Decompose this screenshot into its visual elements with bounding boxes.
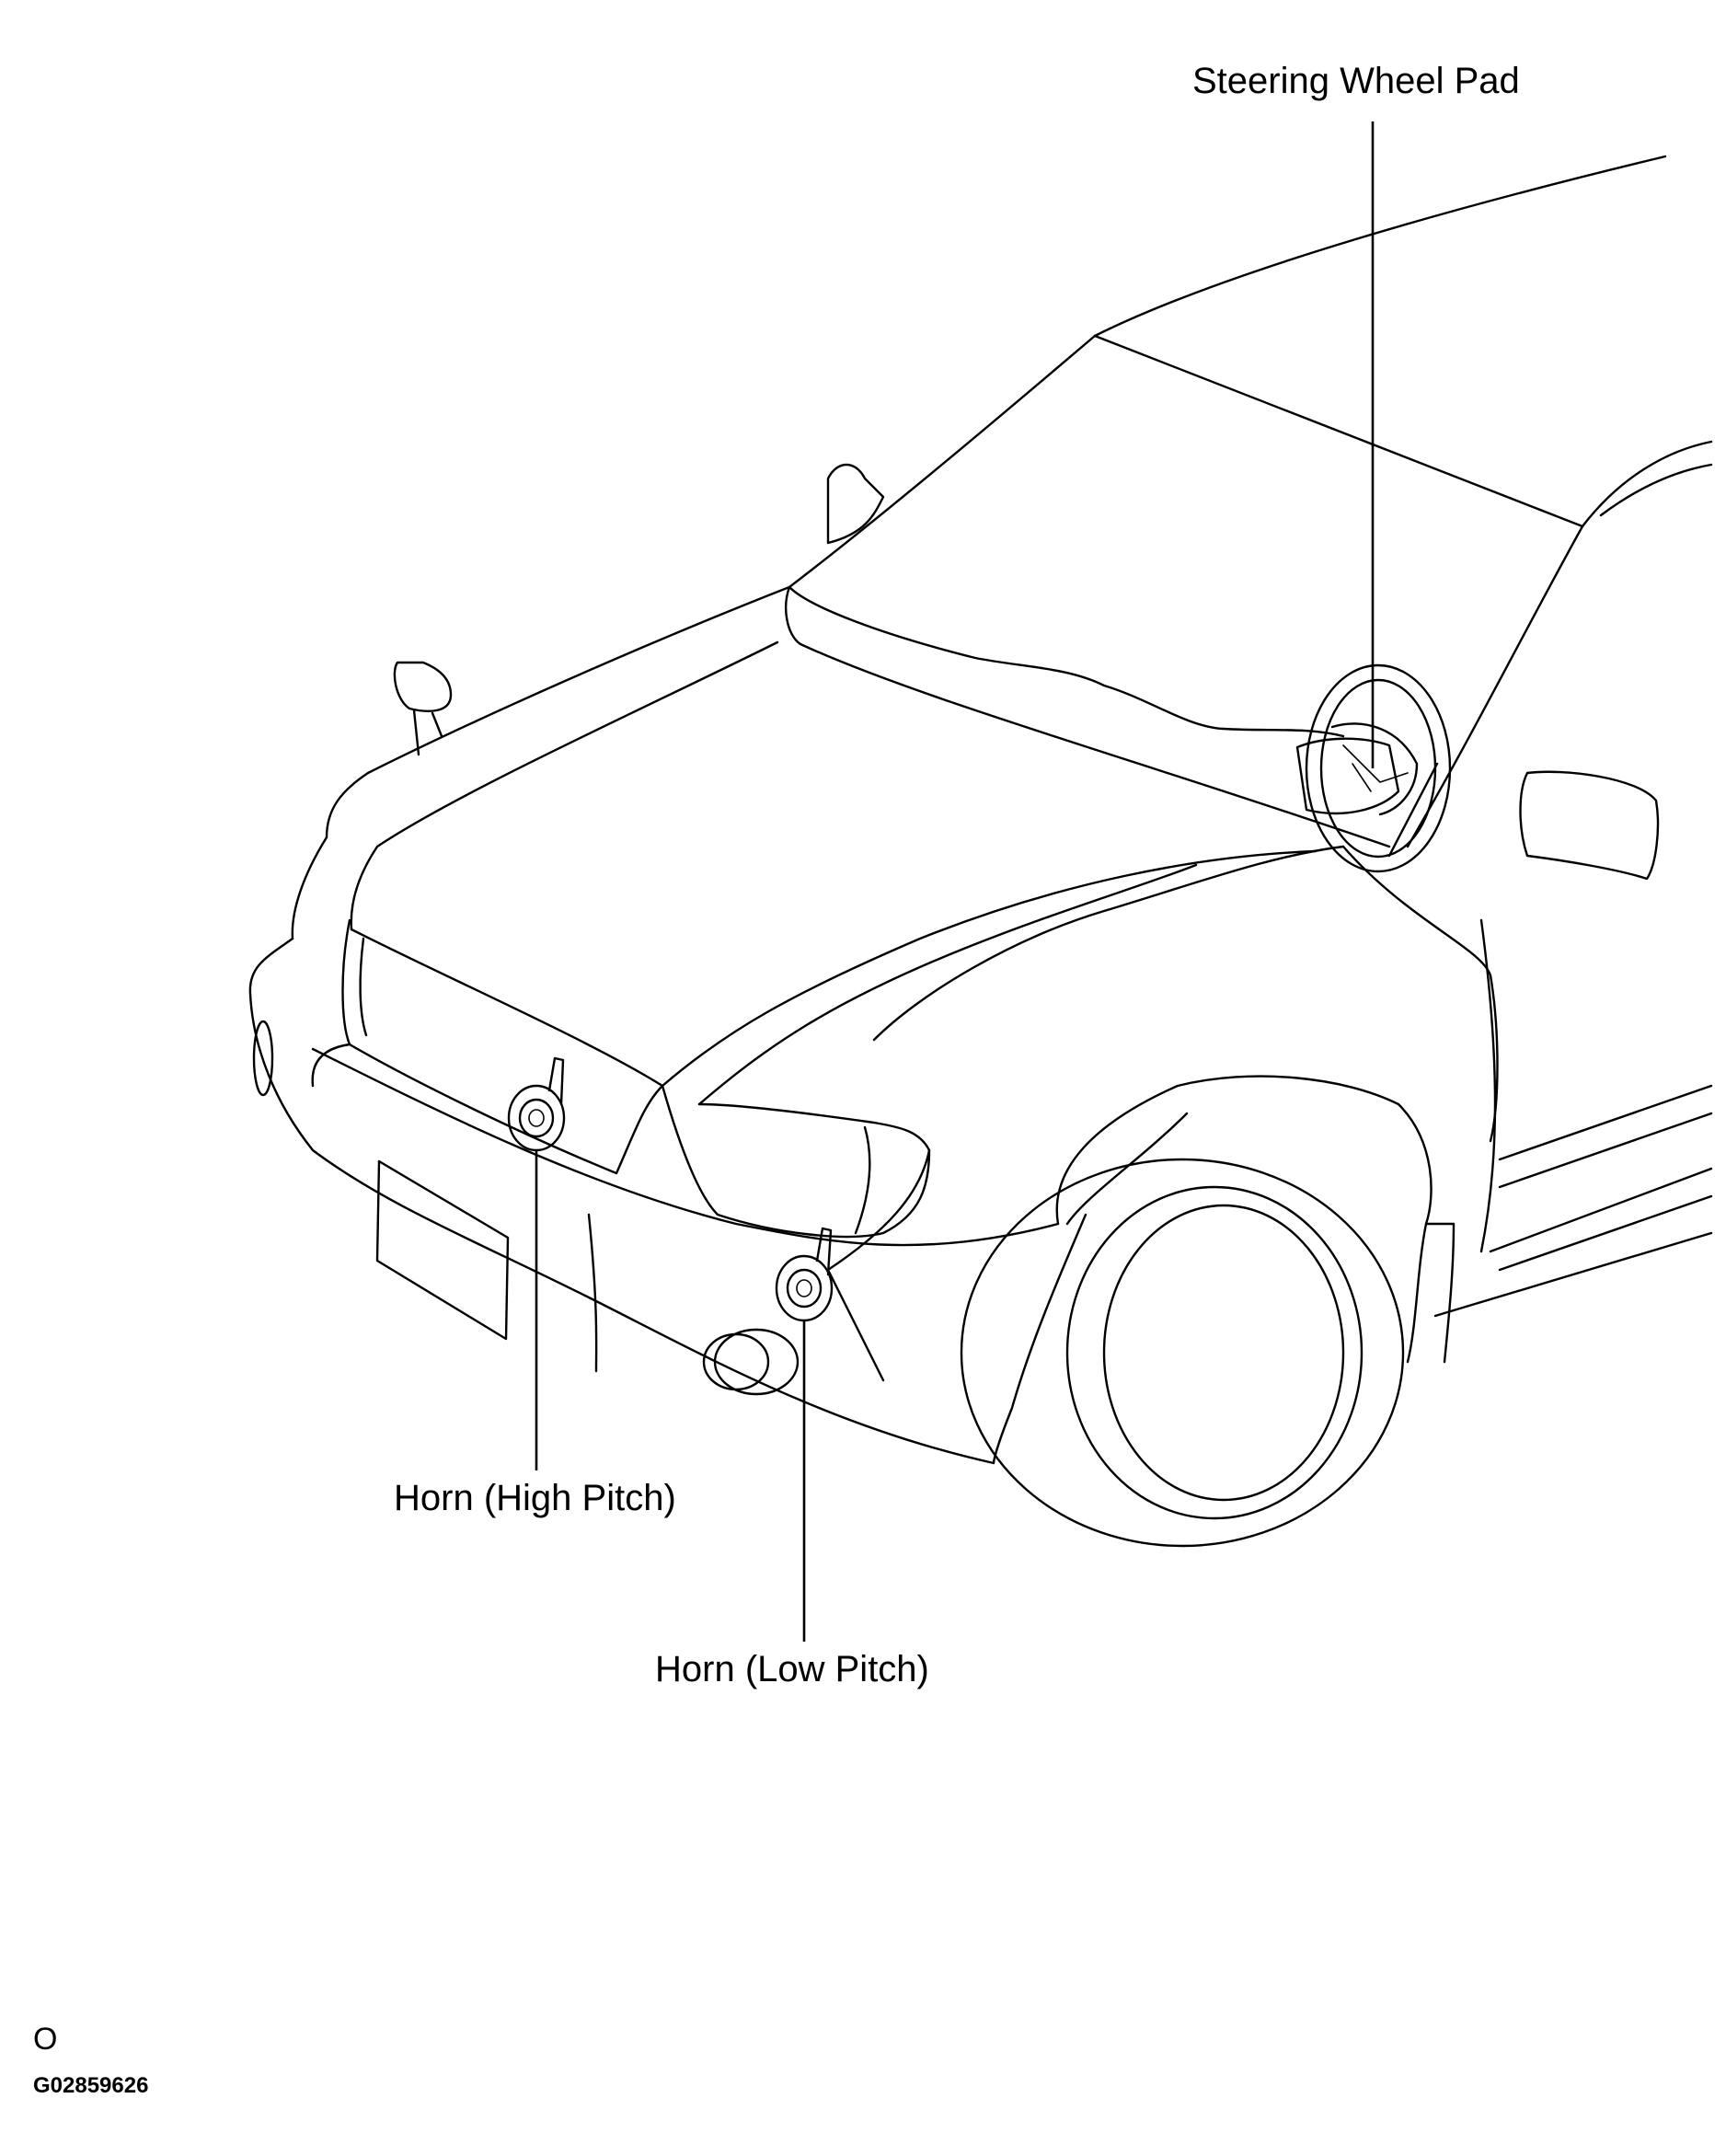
leader-lines [535,121,1375,1642]
horn-high-pitch-label: Horn (High Pitch) [394,1478,676,1518]
front-tire [960,1158,1405,1548]
horn-low-pitch-label: Horn (Low Pitch) [655,1649,929,1689]
roof-and-windshield [785,155,1713,848]
license-plate [375,1159,510,1341]
fog-lamp [702,1328,800,1396]
front-bumper [248,836,1060,1465]
horn-high-pitch-icon [507,1056,566,1152]
horn-low-pitch-icon [775,1227,834,1322]
front-grille [341,918,664,1175]
steering-wheel [1295,663,1452,873]
steering-wheel-pad-label: Steering Wheel Pad [1192,61,1520,101]
rear-view-mirror [826,463,885,545]
figure-code: G02859626 [33,2073,149,2098]
hood [325,585,1345,1106]
side-mirror-right [1519,770,1660,881]
side-mirror-left [393,661,453,756]
headlight [661,1084,931,1239]
front-fender [826,1075,1456,1465]
figure-symbol: O [33,2022,58,2057]
side-body [1341,845,1713,1318]
